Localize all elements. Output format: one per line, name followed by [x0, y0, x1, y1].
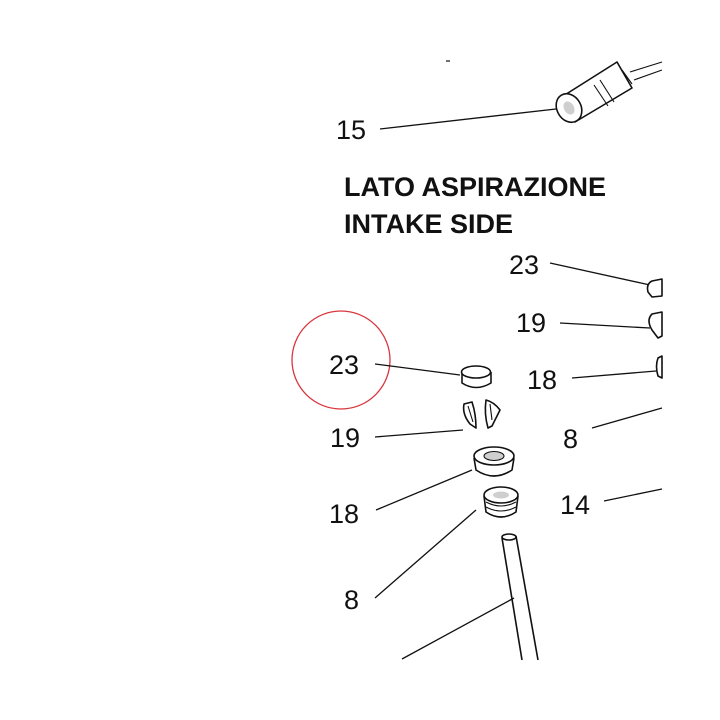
- callout-18-right[interactable]: 18: [527, 365, 557, 395]
- part-23-cap-left: [460, 365, 492, 389]
- leader-23-right: [549, 262, 651, 286]
- leader-15: [379, 108, 557, 130]
- valve-stem: [501, 533, 539, 661]
- part-19-keeper-right: [648, 311, 663, 339]
- leader-stem: [401, 597, 515, 660]
- callout-8-right[interactable]: 8: [563, 424, 578, 454]
- callout-23-right[interactable]: 23: [509, 250, 539, 280]
- part-18-retainer-right: [655, 355, 663, 379]
- part-23-cap-right: [646, 278, 663, 298]
- highlight-circle: [291, 310, 391, 410]
- leader-23-left: [374, 363, 461, 376]
- part-19-keepers-left: [462, 399, 501, 429]
- heading-intake-it: LATO ASPIRAZIONE: [344, 172, 606, 202]
- callout-14[interactable]: 14: [560, 490, 590, 520]
- leader-8-right: [591, 407, 663, 429]
- part-15-roller: [555, 61, 663, 124]
- part-8-seal-left: [483, 486, 519, 518]
- leader-18-right: [571, 370, 657, 379]
- leader-18-left: [375, 469, 473, 511]
- callout-19-right[interactable]: 19: [516, 308, 546, 338]
- leader-8-left: [374, 509, 477, 599]
- heading-intake-en: INTAKE SIDE: [344, 209, 513, 239]
- leader-14: [603, 488, 663, 502]
- part-18-retainer-left: [473, 446, 515, 477]
- callout-23-left[interactable]: 23: [329, 350, 359, 380]
- callout-15[interactable]: 15: [336, 115, 366, 145]
- callout-18-left[interactable]: 18: [329, 499, 359, 529]
- callout-19-left[interactable]: 19: [330, 423, 360, 453]
- leader-19-right: [559, 322, 651, 329]
- leader-19-left: [374, 429, 464, 438]
- callout-8-left[interactable]: 8: [344, 585, 359, 615]
